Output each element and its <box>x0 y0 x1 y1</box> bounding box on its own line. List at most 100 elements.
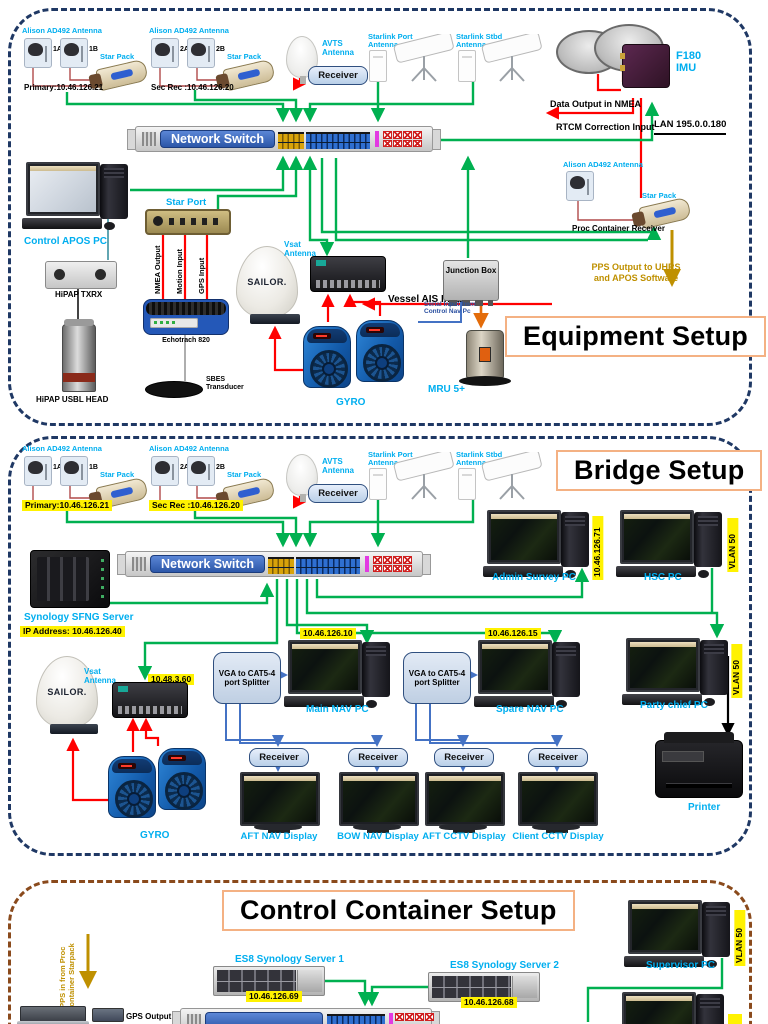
antenna-icon <box>24 38 52 68</box>
pc-tower <box>694 512 722 567</box>
switch-x-ports <box>383 131 422 147</box>
starlink-router-icon <box>369 468 387 500</box>
keyboard <box>22 218 102 229</box>
bridge-title: Bridge Setup <box>556 450 763 491</box>
supervisor-pc <box>624 900 738 972</box>
rack-ear <box>172 1011 181 1024</box>
switch-ports-yellow <box>268 557 294 574</box>
serial-server-icon <box>310 256 386 292</box>
monitor-base <box>353 824 401 830</box>
gyro-label: GYRO <box>140 830 170 841</box>
monitor <box>487 510 561 564</box>
gyro-icon <box>108 756 156 818</box>
gyro-icon <box>356 320 404 382</box>
hipap-usbl-label: HiPAP USBL HEAD <box>36 395 109 404</box>
switch-pink-marker <box>365 556 369 572</box>
antenna-tag: 2B <box>216 46 225 53</box>
moxa-ip-label: 10.48.3.60 <box>148 674 195 686</box>
monitor <box>620 510 694 564</box>
hipap-txrx-icon <box>45 261 117 289</box>
vsat-antenna-label: Vsat Antenna <box>284 240 316 258</box>
pc-tower <box>561 512 589 567</box>
display-label: AFT NAV Display <box>240 831 318 842</box>
hipap-txrx-label: HiPAP TXRX <box>55 290 103 299</box>
echosounder-label: Echotrach 820 <box>162 337 210 344</box>
switch-vent <box>132 557 146 571</box>
antenna-tag: 2B <box>216 464 225 471</box>
es8-server2-label: ES8 Synology Server 2 <box>450 960 559 971</box>
switch-ports-blue <box>296 557 360 574</box>
monitor <box>26 162 100 216</box>
antenna-tag: 1A <box>53 464 62 471</box>
switch-ports-blue <box>327 1014 385 1024</box>
hsc-pc-label: HSC PC <box>644 572 682 583</box>
serial-input-label: Serial Input from Control Nav Pc <box>424 301 476 316</box>
gyro-icon <box>303 326 351 388</box>
control-apos-pc-label: Control APOS PC <box>24 236 107 247</box>
vsat-base <box>50 724 98 734</box>
mouse <box>104 222 115 230</box>
mru-icon <box>459 330 511 386</box>
es8-server2-ip: 10.46.126.68 <box>461 997 517 1009</box>
rack-ear <box>117 554 126 575</box>
equipment-section-border <box>8 8 752 426</box>
switch-pink-marker <box>389 1013 393 1024</box>
bridge-section-border <box>8 436 752 856</box>
gyro-icon <box>158 748 206 810</box>
monitor-base <box>532 824 580 830</box>
switch-x-ports <box>373 556 412 572</box>
display-receiver: Receiver <box>434 748 494 767</box>
motion-input-port-label: Motion Input <box>175 249 184 294</box>
party-pc-vlan-label: VLAN 50 <box>731 644 743 698</box>
monitor <box>622 992 696 1024</box>
starpack-label: Star Pack <box>100 52 135 61</box>
avts-antenna-label: AVTS Antenna <box>322 457 354 475</box>
starpack-label: Star Pack <box>100 470 135 479</box>
display-monitor <box>339 772 419 833</box>
mouse <box>556 700 567 708</box>
control-title: Control Container Setup <box>222 890 575 931</box>
starpack-label: Star Pack <box>227 52 262 61</box>
starlink-port-label: Starlink Port Antenna <box>368 32 413 50</box>
gyro-label: GYRO <box>336 397 366 408</box>
spare-nav-pc-label: Spare NAV PC <box>496 704 564 715</box>
gps-input-port-label: GPS Input <box>197 257 206 294</box>
pc-tower <box>100 164 128 219</box>
mouse <box>366 700 377 708</box>
keyboard <box>483 566 563 577</box>
rack-ear <box>422 554 431 575</box>
proc-antenna-label: Alison AD492 Antenna <box>563 160 643 169</box>
starlink-stbd-label: Starlink Stbd Antenna <box>456 450 503 468</box>
f180-imu-icon <box>620 44 670 88</box>
pc-tower <box>696 994 724 1024</box>
switch-vent <box>142 132 156 146</box>
vsat-antenna-label: Vsat Antenna <box>84 667 116 685</box>
network-switch: Network Switch <box>127 126 441 152</box>
antenna-icon <box>151 456 179 486</box>
pc-tower <box>702 902 730 957</box>
supervisor-pc-label: Supervisor PC <box>646 960 715 971</box>
display-receiver: Receiver <box>348 748 408 767</box>
proc-receiver-label: Proc Container Receiver <box>572 224 665 233</box>
control-section-border <box>8 880 752 1024</box>
partial-pc <box>622 992 732 1024</box>
switch-vent <box>187 1014 201 1024</box>
network-switch <box>172 1008 440 1024</box>
primary-ip-label: Primary:10.46.126.21 <box>22 500 113 512</box>
starlink-router-icon <box>458 50 476 82</box>
antenna-group1-label: Alison AD492 Antenna <box>22 444 102 453</box>
antenna-group2-label: Alison AD492 Antenna <box>149 26 229 35</box>
antenna-tag: 1A <box>53 46 62 53</box>
supervisor-vlan-label: VLAN 50 <box>734 910 746 966</box>
star-port-label: Star Port <box>166 197 207 208</box>
laptop-icon <box>17 1006 89 1024</box>
rack-ear <box>432 129 441 150</box>
antenna-icon <box>187 38 215 68</box>
antenna-tag: 1B <box>89 46 98 53</box>
antenna-icon <box>187 456 215 486</box>
display-label: Client CCTV Display <box>512 831 604 842</box>
keyboard <box>624 956 704 967</box>
display-monitor <box>425 772 505 833</box>
vessel-ais-label: Vessel AIS Input <box>388 294 466 305</box>
mouse <box>698 570 709 578</box>
